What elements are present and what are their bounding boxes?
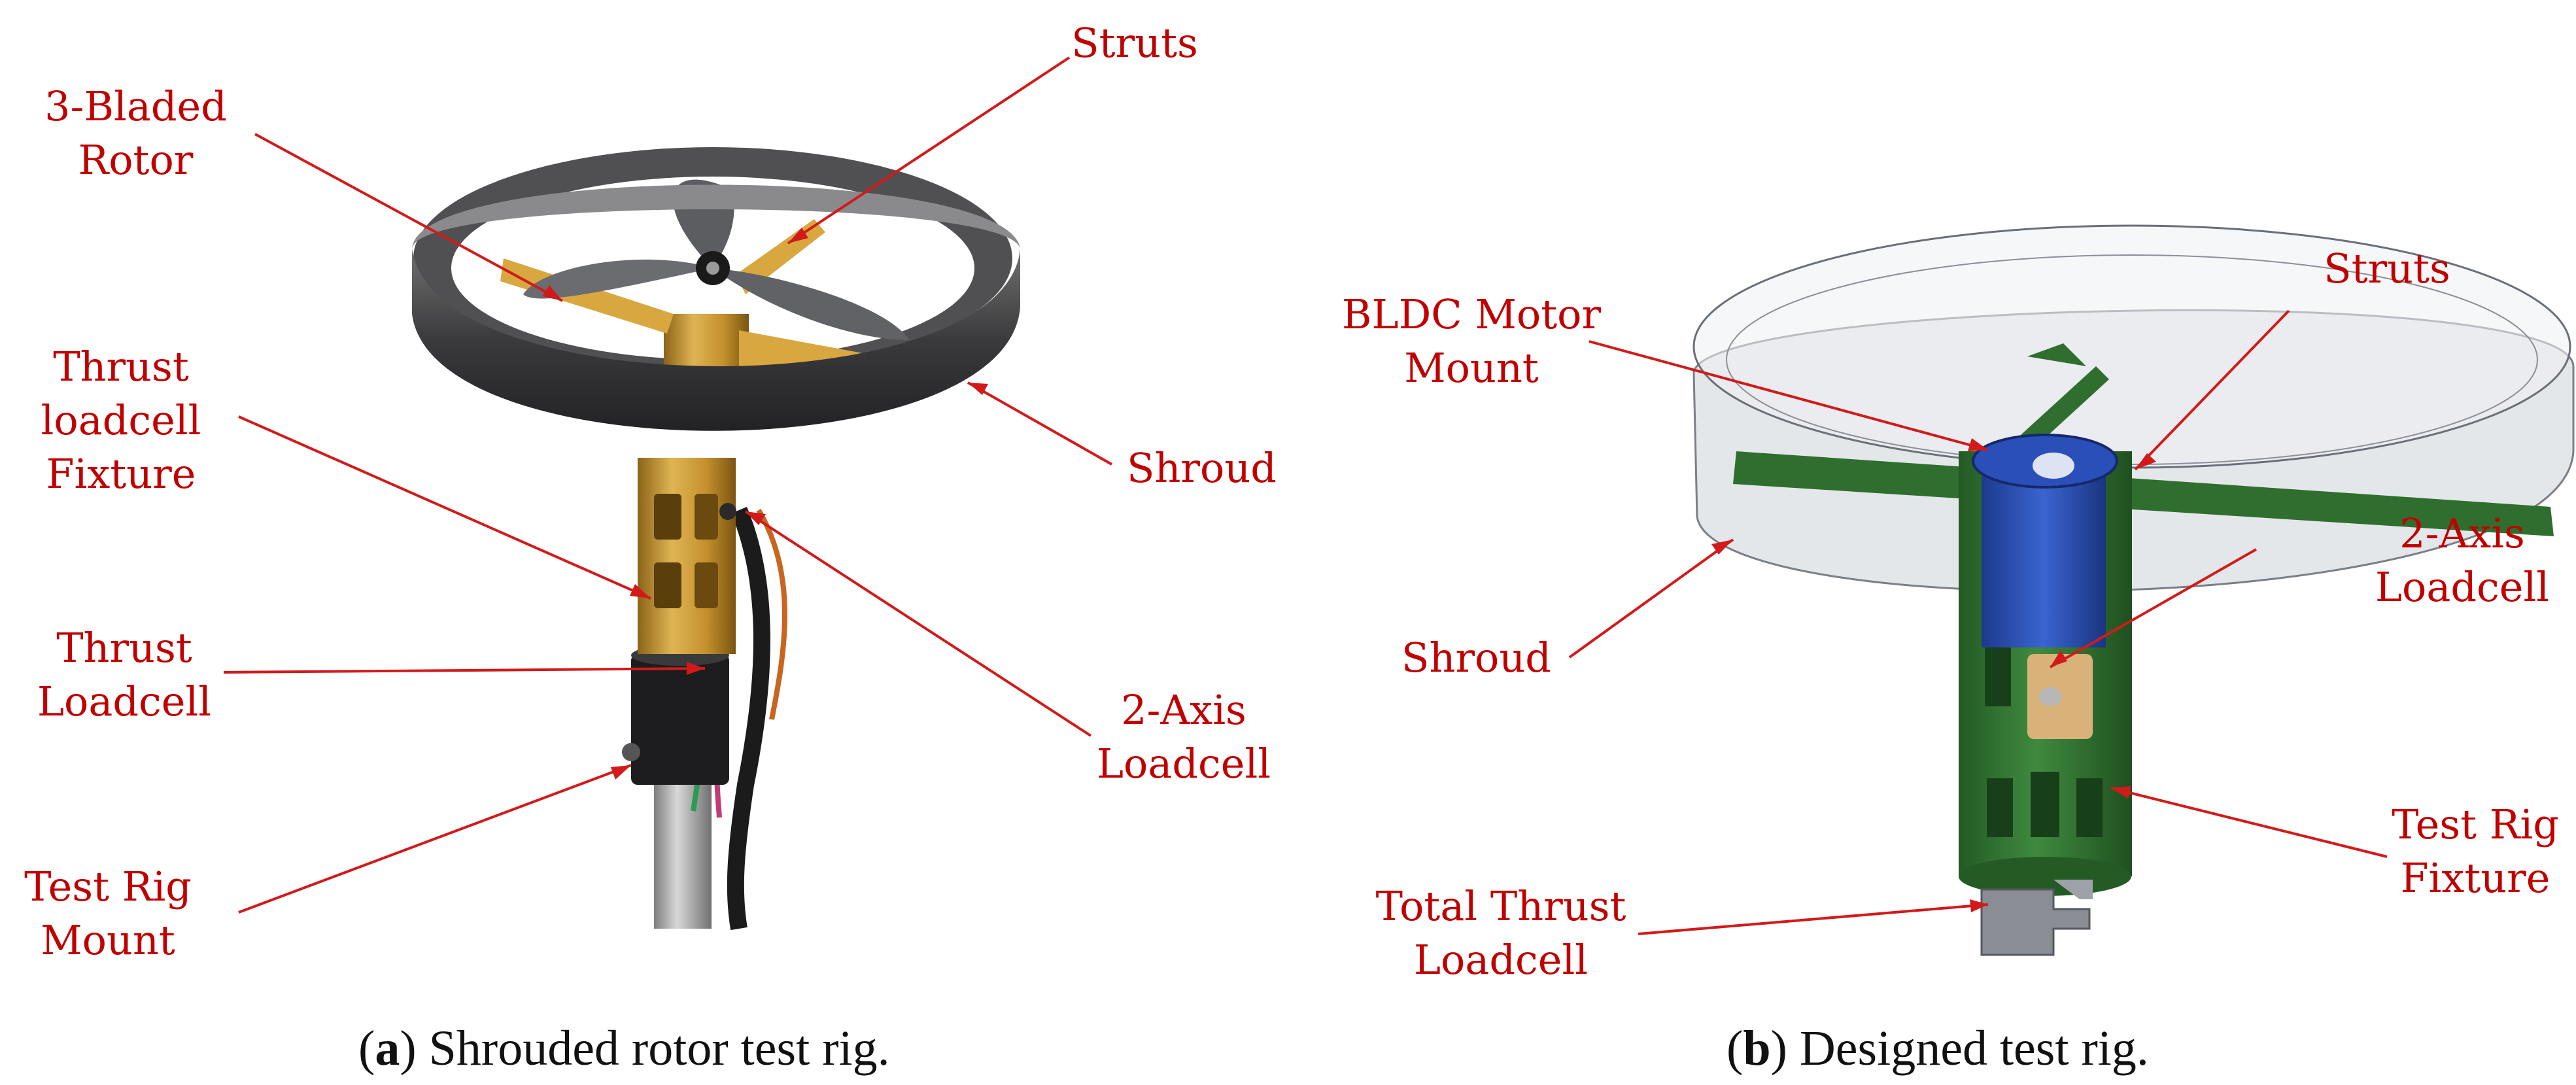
label-total-thrust-loadcell: Total Thrust Loadcell bbox=[1364, 880, 1638, 987]
label-line: Loadcell bbox=[1413, 936, 1589, 984]
caption-b: (b) Designed test rig. bbox=[1726, 1021, 2149, 1076]
label-line: 2-Axis bbox=[1121, 686, 1246, 734]
label-test-rig-mount: Test Rig Mount bbox=[13, 860, 203, 967]
label-line: Rotor bbox=[78, 136, 194, 184]
leader-total-b bbox=[1638, 903, 1989, 935]
label-struts-a: Struts bbox=[1069, 16, 1200, 70]
leader-struts bbox=[787, 56, 1071, 245]
label-line: loadcell bbox=[41, 396, 201, 444]
label-struts-b: Struts bbox=[2322, 242, 2452, 296]
leader-lines-b bbox=[1568, 309, 2388, 935]
label-line: Test Rig bbox=[24, 863, 192, 910]
leader-lines-a bbox=[223, 56, 1112, 914]
caption-text: ) Designed test rig. bbox=[1770, 1021, 2149, 1076]
label-line: Shroud bbox=[1401, 634, 1551, 681]
caption-letter: b bbox=[1743, 1021, 1771, 1076]
label-line: Test Rig bbox=[2392, 801, 2559, 848]
designed-rig-cad bbox=[1692, 224, 2575, 956]
caption-letter: a bbox=[375, 1021, 400, 1076]
caption-text: ) Shrouded rotor test rig. bbox=[400, 1021, 890, 1076]
leader-axis bbox=[744, 510, 1092, 737]
label-line: 3-Bladed bbox=[44, 82, 227, 130]
label-2-axis-loadcell-b: 2-Axis Loadcell bbox=[2364, 507, 2560, 614]
shrouded-rotor-photo bbox=[412, 147, 1020, 931]
leader-bldc bbox=[1589, 340, 1989, 451]
label-test-rig-fixture: Test Rig Fixture bbox=[2380, 798, 2570, 905]
label-line: Loadcell bbox=[2375, 563, 2550, 611]
leader-rotor bbox=[254, 133, 563, 302]
label-line: Total Thrust bbox=[1375, 882, 1626, 930]
leader-shroud bbox=[967, 381, 1112, 466]
label-thrust-loadcell-fixture: Thrust loadcell Fixture bbox=[13, 340, 229, 501]
caption-a: (a) Shrouded rotor test rig. bbox=[358, 1021, 890, 1076]
leader-thrust bbox=[223, 667, 706, 674]
label-line: Thrust bbox=[56, 624, 192, 672]
label-thrust-loadcell: Thrust Loadcell bbox=[33, 621, 216, 729]
label-line: Thrust bbox=[53, 343, 189, 390]
label-line: 2-Axis bbox=[2399, 509, 2525, 557]
label-2-axis-loadcell-a: 2-Axis Loadcell bbox=[1086, 683, 1282, 791]
label-line: Fixture bbox=[2400, 854, 2550, 902]
label-line: Fixture bbox=[46, 450, 196, 498]
label-line: BLDC Motor bbox=[1341, 290, 1602, 338]
label-shroud-b: Shroud bbox=[1396, 631, 1556, 685]
leader-shroud-b bbox=[1568, 538, 1734, 659]
leader-fixture-b bbox=[2110, 787, 2388, 858]
label-line: Loadcell bbox=[1096, 740, 1271, 787]
label-line: Mount bbox=[1404, 344, 1539, 392]
label-shroud-a: Shroud bbox=[1122, 441, 1282, 495]
leader-axis-b bbox=[2050, 548, 2257, 668]
leader-fixture bbox=[238, 415, 651, 600]
leader-arrowheads-a bbox=[542, 228, 988, 780]
label-line: Struts bbox=[2324, 245, 2450, 292]
leader-struts-b bbox=[2134, 309, 2290, 471]
label-line: Loadcell bbox=[37, 678, 212, 725]
label-line: Shroud bbox=[1127, 444, 1277, 492]
leader-mount bbox=[238, 764, 632, 914]
label-line: Struts bbox=[1071, 19, 1198, 67]
label-3-bladed-rotor: 3-Bladed Rotor bbox=[26, 80, 245, 187]
label-line: Mount bbox=[41, 916, 175, 964]
leader-arrowheads-b bbox=[1711, 438, 2156, 912]
label-bldc-motor-mount: BLDC Motor Mount bbox=[1334, 288, 1609, 395]
